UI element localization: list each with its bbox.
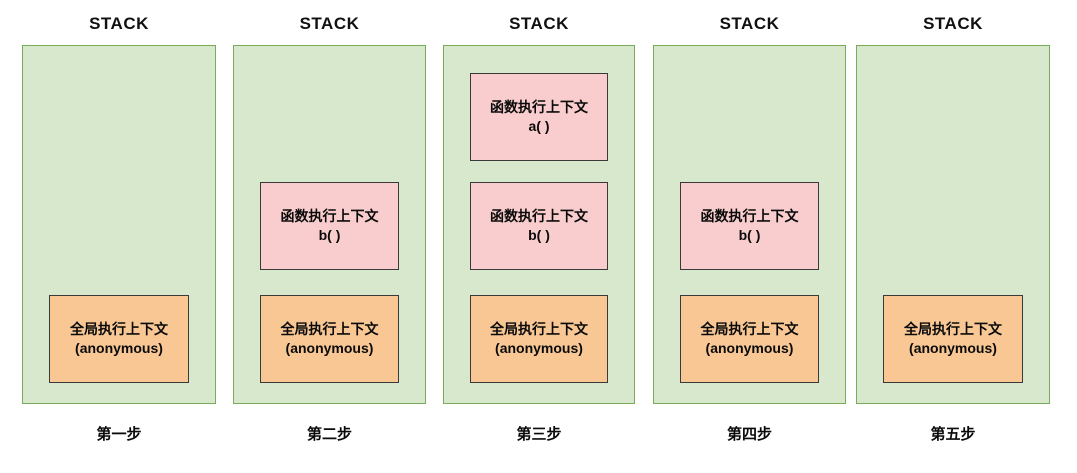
stack-title: STACK bbox=[719, 14, 780, 33]
frame-context-label: 函数执行上下文 bbox=[490, 99, 588, 115]
stack-column-2: STACK 函数执行上下文 b( ) 全局执行上下文 (anonymous) 第二步 bbox=[233, 0, 426, 473]
stack-container: 全局执行上下文 (anonymous) bbox=[856, 45, 1050, 404]
frame-name-label: (anonymous) bbox=[909, 340, 997, 356]
stack-container: 函数执行上下文 b( ) 全局执行上下文 (anonymous) bbox=[233, 45, 426, 404]
frame-context-label: 函数执行上下文 bbox=[280, 208, 379, 224]
step-label-3: 第三步 bbox=[516, 426, 562, 443]
stack-container: 函数执行上下文 a( ) 函数执行上下文 b( ) 全局执行上下文 (anonymous) bbox=[443, 45, 635, 404]
step-label-5: 第五步 bbox=[930, 426, 976, 443]
frame-name-label: (anonymous) bbox=[705, 340, 794, 356]
frame-name-label: (anonymous) bbox=[495, 340, 583, 356]
function-execution-context-frame: 函数执行上下文 a( ) bbox=[470, 73, 608, 161]
global-execution-context-frame: 全局执行上下文 (anonymous) bbox=[49, 295, 189, 383]
stack-container: 全局执行上下文 (anonymous) bbox=[22, 45, 216, 404]
stack-title: STACK bbox=[89, 14, 149, 33]
function-execution-context-frame: 函数执行上下文 b( ) bbox=[680, 182, 819, 270]
global-execution-context-frame: 全局执行上下文 (anonymous) bbox=[680, 295, 819, 383]
global-execution-context-frame: 全局执行上下文 (anonymous) bbox=[470, 295, 608, 383]
frame-name-label: b( ) bbox=[318, 227, 341, 243]
global-execution-context-frame: 全局执行上下文 (anonymous) bbox=[883, 295, 1023, 383]
frame-context-label: 函数执行上下文 bbox=[700, 208, 799, 224]
stack-title: STACK bbox=[923, 14, 983, 33]
step-label-2: 第二步 bbox=[306, 426, 352, 443]
global-execution-context-frame: 全局执行上下文 (anonymous) bbox=[260, 295, 399, 383]
frame-name-label: b( ) bbox=[528, 227, 550, 243]
step-label-4: 第四步 bbox=[726, 426, 772, 443]
frame-name-label: (anonymous) bbox=[285, 340, 374, 356]
stack-column-4: STACK 函数执行上下文 b( ) 全局执行上下文 (anonymous) 第四步 bbox=[653, 0, 846, 473]
stack-container: 函数执行上下文 b( ) 全局执行上下文 (anonymous) bbox=[653, 45, 846, 404]
stack-column-3: STACK 函数执行上下文 a( ) 函数执行上下文 b( ) 全局执行上下文 (anony… bbox=[443, 0, 635, 473]
stack-column-5: STACK 全局执行上下文 (anonymous) 第五步 bbox=[856, 0, 1050, 473]
step-label-1: 第一步 bbox=[96, 426, 142, 443]
stack-title: STACK bbox=[509, 14, 569, 33]
function-execution-context-frame: 函数执行上下文 b( ) bbox=[260, 182, 399, 270]
frame-context-label: 全局执行上下文 bbox=[700, 321, 799, 337]
frame-context-label: 全局执行上下文 bbox=[904, 321, 1002, 337]
stack-title: STACK bbox=[299, 14, 360, 33]
frame-context-label: 全局执行上下文 bbox=[490, 321, 588, 337]
frame-context-label: 全局执行上下文 bbox=[70, 321, 168, 337]
function-execution-context-frame: 函数执行上下文 b( ) bbox=[470, 182, 608, 270]
frame-context-label: 全局执行上下文 bbox=[280, 321, 379, 337]
frame-name-label: a( ) bbox=[528, 118, 550, 134]
frame-name-label: b( ) bbox=[738, 227, 761, 243]
frame-name-label: (anonymous) bbox=[75, 340, 163, 356]
frame-context-label: 函数执行上下文 bbox=[490, 208, 588, 224]
stack-column-1: STACK 全局执行上下文 (anonymous) 第一步 bbox=[22, 0, 216, 473]
